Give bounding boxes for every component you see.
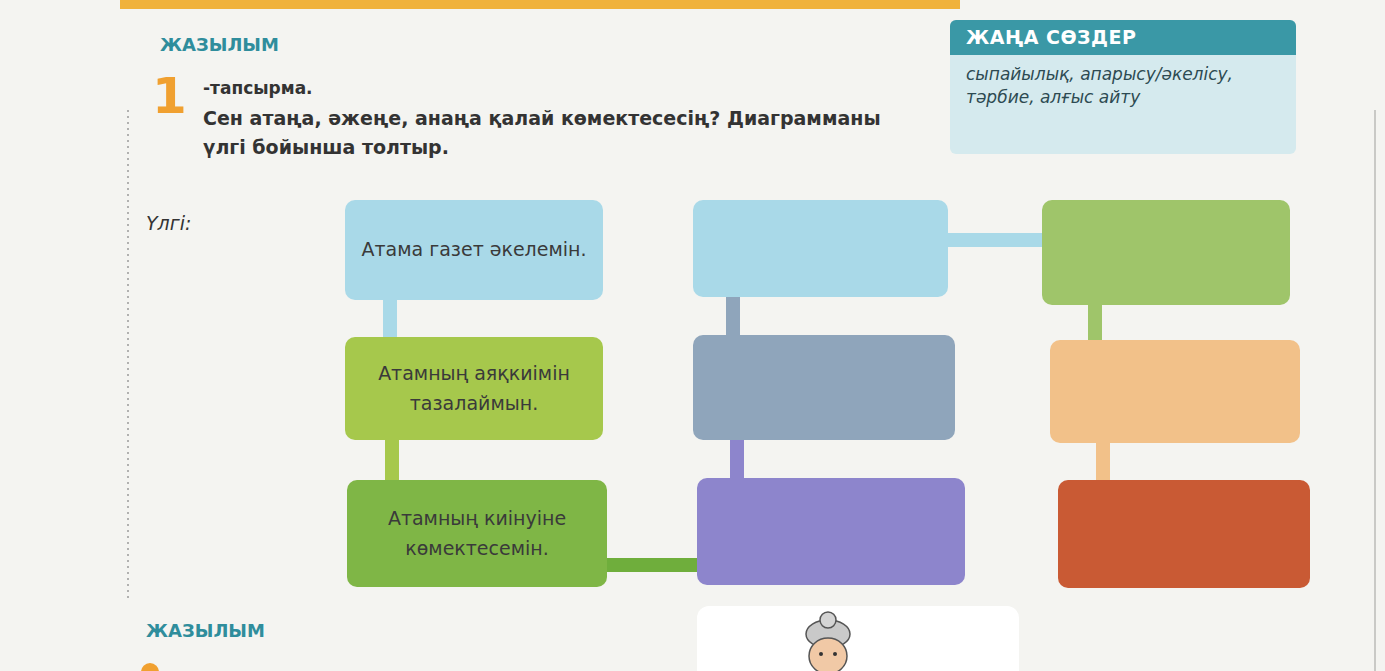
section-heading: ЖАЗЫЛЫМ xyxy=(146,620,346,642)
section-heading: ЖАЗЫЛЫМ xyxy=(160,34,360,56)
top-band xyxy=(120,0,960,9)
empty-box xyxy=(1042,200,1290,305)
empty-box xyxy=(1050,340,1300,443)
empty-box xyxy=(693,335,955,440)
sample-label: Үлгі: xyxy=(146,212,246,235)
empty-box xyxy=(693,200,948,297)
box-text: Атама газет әкелемін. xyxy=(349,235,598,264)
margin-line xyxy=(127,110,129,600)
task-label: -тапсырма. xyxy=(203,78,403,98)
connector-bar xyxy=(383,300,397,337)
box-text: Атамның киінуіне көмектесемін. xyxy=(347,504,607,563)
process-box: Атамның аяқкиімін тазалаймын. xyxy=(345,337,603,440)
process-box: Атамның киінуіне көмектесемін. xyxy=(347,480,607,587)
task-instruction: Сен атаңа, әжеңе, анаңа қалай көмектесес… xyxy=(203,104,903,161)
new-words-box: ЖАҢА СӨЗДЕРсыпайылық, апарысу/әкелісу, т… xyxy=(950,20,1296,154)
connector-bar xyxy=(607,558,697,572)
connector-bar xyxy=(948,233,1042,247)
grandma-illustration xyxy=(806,612,850,671)
page-edge xyxy=(1374,110,1376,671)
box-text: Атамның аяқкиімін тазалаймын. xyxy=(345,359,603,418)
task-number: 1 xyxy=(152,66,192,126)
empty-box xyxy=(697,478,965,585)
connector-bar xyxy=(1088,305,1102,340)
box-text: ЖАҢА СӨЗДЕР xyxy=(950,20,1296,55)
bullet-dot xyxy=(141,663,159,671)
connector-bar xyxy=(1096,443,1110,480)
connector-bar xyxy=(730,440,744,478)
picture-panel xyxy=(697,606,1019,671)
connector-bar xyxy=(726,297,740,335)
empty-box xyxy=(1058,480,1310,588)
process-box: Атама газет әкелемін. xyxy=(345,200,603,300)
box-body-text: сыпайылық, апарысу/әкелісу, тәрбие, алғы… xyxy=(950,55,1296,119)
connector-bar xyxy=(385,440,399,480)
